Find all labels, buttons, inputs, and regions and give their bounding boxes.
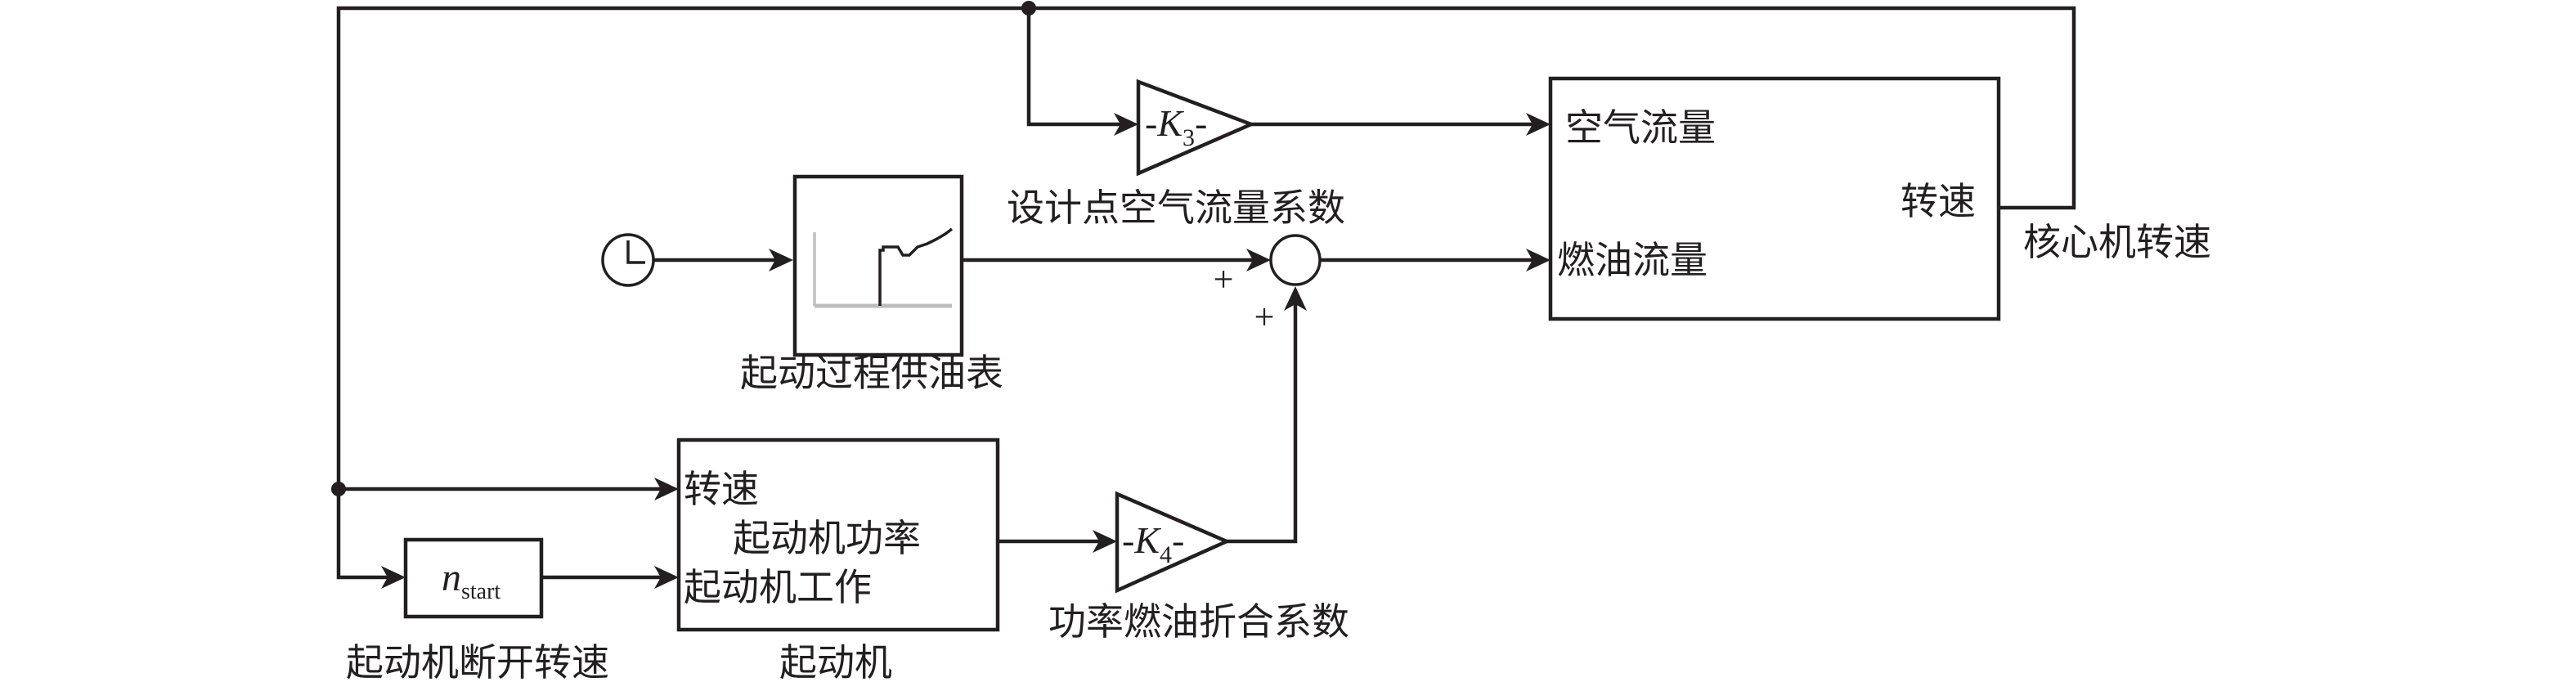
arrow-into-k3 — [1114, 113, 1138, 136]
k3-branch-line — [1026, 8, 1120, 127]
sum-circle — [1269, 234, 1322, 286]
left-trunk-line — [336, 489, 393, 580]
lookup-table-box — [792, 174, 964, 357]
gain-k4-block[interactable]: -K4- 功率燃油折合系数 — [1048, 491, 1349, 644]
sum-sign-bottom: + — [1254, 297, 1275, 337]
core-engine-box — [1548, 76, 2001, 321]
lookup-table-step-curve-icon — [813, 227, 954, 308]
n-start-box — [403, 537, 544, 619]
lookup-table-caption: 起动过程供油表 — [740, 351, 1003, 395]
gain-k3-caption: 设计点空气流量系数 — [1007, 186, 1345, 230]
core-speed-caption: 核心机转速 — [2023, 220, 2211, 264]
junction-dot-top — [1021, 1, 1036, 16]
core-engine-block[interactable]: 空气流量 燃油流量 转速 — [1548, 76, 2001, 321]
starter-input-work-label: 起动机工作 — [684, 565, 872, 609]
clock-hands — [626, 240, 645, 264]
starter-input-speed-label: 转速 — [684, 467, 759, 511]
arrow-into-nstart — [381, 566, 406, 589]
n-start-block[interactable]: nstart 起动机断开转速 — [346, 537, 609, 684]
k4-to-sum-line — [1227, 296, 1298, 544]
starter-output-power-label: 起动机功率 — [733, 516, 921, 560]
clock-block[interactable] — [601, 233, 655, 287]
core-input-air-label: 空气流量 — [1565, 105, 1716, 150]
n-start-caption: 起动机断开转速 — [346, 640, 609, 684]
arrow-into-core-air — [1526, 113, 1551, 136]
gain-k3-block[interactable]: -K3- 设计点空气流量系数 — [1007, 79, 1345, 230]
arrow-into-sum-left — [1246, 249, 1271, 271]
core-input-fuel-label: 燃油流量 — [1557, 238, 1708, 282]
n-start-label: nstart — [442, 556, 500, 604]
gain-k4-caption: 功率燃油折合系数 — [1048, 599, 1349, 644]
core-speed-feedback-line — [336, 6, 2076, 489]
starter-caption: 起动机 — [779, 640, 892, 684]
gain-k3-label: -K3- — [1145, 102, 1207, 151]
arrow-into-core-fuel — [1526, 249, 1551, 271]
starter-box — [676, 437, 1000, 632]
core-output-speed-label: 转速 — [1901, 179, 1976, 223]
arrow-into-starter-work — [654, 566, 679, 589]
gain-k4-label: -K4- — [1122, 519, 1184, 568]
signal-wires — [541, 122, 1537, 580]
arrow-into-lookup — [769, 249, 793, 271]
junction-dot-left — [331, 482, 346, 496]
arrow-into-starter-speed — [654, 478, 679, 500]
gain-k4-triangle — [1115, 491, 1232, 594]
sum-sign-left: + — [1214, 259, 1234, 299]
lookup-table-block[interactable]: 起动过程供油表 — [740, 174, 1003, 395]
sum-block[interactable]: + + — [1214, 234, 1322, 337]
starter-block[interactable]: 转速 起动机功率 起动机工作 起动机 — [676, 437, 1000, 684]
feedback-wiring — [331, 1, 2076, 580]
gain-k3-triangle — [1136, 79, 1256, 177]
arrow-into-k4 — [1093, 530, 1117, 553]
